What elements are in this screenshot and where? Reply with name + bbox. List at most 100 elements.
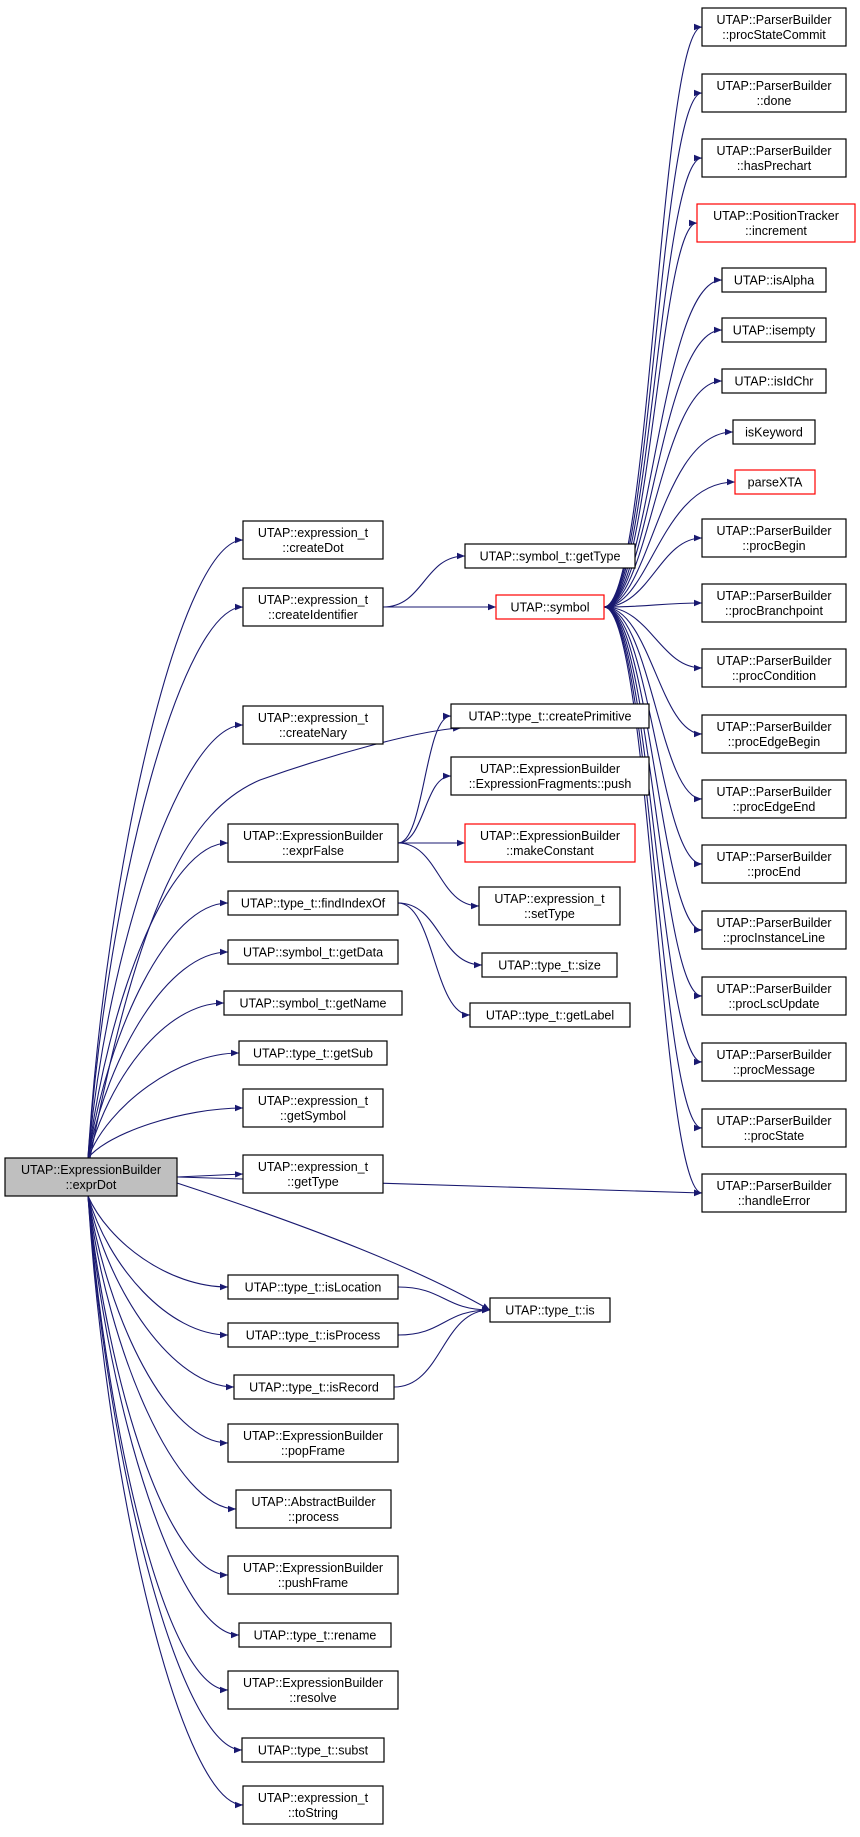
node-label: UTAP::ParserBuilder — [716, 850, 831, 864]
node-procedgeend[interactable]: UTAP::ParserBuilder::procEdgeEnd — [701, 779, 847, 819]
node-procend[interactable]: UTAP::ParserBuilder::procEnd — [701, 844, 847, 884]
node-label: ::procStateCommit — [722, 28, 826, 42]
node-label: UTAP::ParserBuilder — [716, 589, 831, 603]
edge-exprdot-to-process — [87, 1195, 237, 1513]
node-subst[interactable]: UTAP::type_t::subst — [241, 1737, 385, 1763]
edge-exprdot-to-popframe — [87, 1195, 229, 1447]
node-parsexta[interactable]: parseXTA — [734, 469, 816, 495]
node-iskeyword[interactable]: isKeyword — [732, 419, 816, 445]
node-box — [701, 1173, 847, 1213]
node-isidchr[interactable]: UTAP::isIdChr — [721, 368, 827, 394]
node-getlabel[interactable]: UTAP::type_t::getLabel — [469, 1002, 631, 1028]
node-islocation[interactable]: UTAP::type_t::isLocation — [227, 1274, 399, 1300]
node-box — [734, 469, 816, 495]
node-procmessage[interactable]: UTAP::ParserBuilder::procMessage — [701, 1042, 847, 1082]
node-proccondition[interactable]: UTAP::ParserBuilder::procCondition — [701, 648, 847, 688]
node-procinstanceline[interactable]: UTAP::ParserBuilder::procInstanceLine — [701, 910, 847, 950]
node-box — [227, 939, 399, 965]
node-box — [701, 1042, 847, 1082]
node-createdot[interactable]: UTAP::expression_t::createDot — [242, 520, 384, 560]
node-label: UTAP::isempty — [733, 324, 816, 338]
node-makeconstant[interactable]: UTAP::ExpressionBuilder::makeConstant — [464, 823, 636, 863]
edge-symbol-to-procedgebegin — [603, 606, 703, 738]
node-proclscupdate[interactable]: UTAP::ParserBuilder::procLscUpdate — [701, 976, 847, 1016]
node-fragpush[interactable]: UTAP::ExpressionBuilder::ExpressionFragm… — [450, 756, 650, 796]
node-label: ::createNary — [279, 726, 348, 740]
node-isalpha[interactable]: UTAP::isAlpha — [721, 267, 827, 293]
node-exprdot[interactable]: UTAP::ExpressionBuilder::exprDot — [4, 1157, 178, 1197]
node-box — [701, 138, 847, 178]
node-getsymbol[interactable]: UTAP::expression_t::getSymbol — [242, 1088, 384, 1128]
edge-symbol-to-procstatecommit — [603, 23, 703, 608]
node-rename[interactable]: UTAP::type_t::rename — [238, 1622, 392, 1648]
node-increment[interactable]: UTAP::PositionTracker::increment — [696, 203, 856, 243]
edge-exprdot-to-symgetname — [87, 999, 225, 1159]
node-label: parseXTA — [748, 476, 803, 490]
node-label: UTAP::expression_t — [258, 1094, 369, 1108]
edges — [87, 23, 736, 1809]
node-label: UTAP::type_t::is — [505, 1304, 594, 1318]
node-label: UTAP::type_t::getSub — [253, 1047, 373, 1061]
node-label: UTAP::isAlpha — [734, 274, 814, 288]
edge-islocation-to-is — [397, 1286, 491, 1314]
edge-symbol-to-parsexta — [603, 478, 736, 608]
node-label: UTAP::ParserBuilder — [716, 916, 831, 930]
node-label: UTAP::ExpressionBuilder — [243, 1429, 383, 1443]
node-isempty[interactable]: UTAP::isempty — [721, 317, 827, 343]
node-symgetdata[interactable]: UTAP::symbol_t::getData — [227, 939, 399, 965]
node-procedgebegin[interactable]: UTAP::ParserBuilder::procEdgeBegin — [701, 714, 847, 754]
node-createidentifier[interactable]: UTAP::expression_t::createIdentifier — [242, 587, 384, 627]
node-pushframe[interactable]: UTAP::ExpressionBuilder::pushFrame — [227, 1555, 399, 1595]
node-hasprechart[interactable]: UTAP::ParserBuilder::hasPrechart — [701, 138, 847, 178]
node-getsub[interactable]: UTAP::type_t::getSub — [238, 1040, 388, 1066]
node-label: UTAP::symbol_t::getName — [239, 997, 386, 1011]
edge-exprdot-to-is — [176, 1182, 491, 1311]
node-procbranchpoint[interactable]: UTAP::ParserBuilder::procBranchpoint — [701, 583, 847, 623]
node-settype[interactable]: UTAP::expression_t::setType — [478, 886, 621, 926]
node-box — [495, 594, 605, 620]
node-resolve[interactable]: UTAP::ExpressionBuilder::resolve — [227, 1670, 399, 1710]
node-box — [242, 587, 384, 627]
node-box — [242, 705, 384, 745]
node-procstatecommit[interactable]: UTAP::ParserBuilder::procStateCommit — [701, 7, 847, 47]
node-findindexof[interactable]: UTAP::type_t::findIndexOf — [227, 890, 399, 916]
node-tostring[interactable]: UTAP::expression_t::toString — [242, 1785, 384, 1825]
node-exprfalse[interactable]: UTAP::ExpressionBuilder::exprFalse — [227, 823, 399, 863]
node-symgettype[interactable]: UTAP::symbol_t::getType — [464, 543, 636, 569]
node-isrecord[interactable]: UTAP::type_t::isRecord — [233, 1374, 395, 1400]
node-gettype[interactable]: UTAP::expression_t::getType — [242, 1154, 384, 1194]
node-symbol[interactable]: UTAP::symbol — [495, 594, 605, 620]
node-process[interactable]: UTAP::AbstractBuilder::process — [235, 1489, 392, 1529]
node-label: ::procEdgeEnd — [733, 800, 816, 814]
node-label: UTAP::ParserBuilder — [716, 982, 831, 996]
edge-symbol-to-done — [603, 89, 703, 608]
edge-exprdot-to-findindexof — [87, 899, 229, 1159]
node-symgetname[interactable]: UTAP::symbol_t::getName — [223, 990, 403, 1016]
node-popframe[interactable]: UTAP::ExpressionBuilder::popFrame — [227, 1423, 399, 1463]
node-box — [701, 518, 847, 558]
node-createnary[interactable]: UTAP::expression_t::createNary — [242, 705, 384, 745]
node-box — [235, 1489, 392, 1529]
edge-exprdot-to-tostring — [87, 1195, 244, 1809]
node-procstate[interactable]: UTAP::ParserBuilder::procState — [701, 1108, 847, 1148]
node-size[interactable]: UTAP::type_t::size — [481, 952, 618, 978]
node-box — [732, 419, 816, 445]
node-label: ::procMessage — [733, 1063, 815, 1077]
node-label: UTAP::ParserBuilder — [716, 720, 831, 734]
node-createprimitive[interactable]: UTAP::type_t::createPrimitive — [450, 703, 650, 729]
edge-symbol-to-hasprechart — [603, 154, 703, 608]
edge-symbol-to-increment — [603, 219, 698, 608]
node-is[interactable]: UTAP::type_t::is — [489, 1297, 611, 1323]
edge-exprfalse-to-settype — [397, 842, 480, 910]
node-isprocess[interactable]: UTAP::type_t::isProcess — [227, 1322, 399, 1348]
node-procbegin[interactable]: UTAP::ParserBuilder::procBegin — [701, 518, 847, 558]
node-handleerror[interactable]: UTAP::ParserBuilder::handleError — [701, 1173, 847, 1213]
node-label: ::done — [757, 94, 792, 108]
node-label: ::makeConstant — [506, 844, 594, 858]
node-done[interactable]: UTAP::ParserBuilder::done — [701, 73, 847, 113]
node-label: ::procCondition — [732, 669, 816, 683]
node-box — [227, 1423, 399, 1463]
edge-symbol-to-isidchr — [603, 377, 723, 608]
node-label: UTAP::ExpressionBuilder — [243, 1676, 383, 1690]
node-box — [696, 203, 856, 243]
